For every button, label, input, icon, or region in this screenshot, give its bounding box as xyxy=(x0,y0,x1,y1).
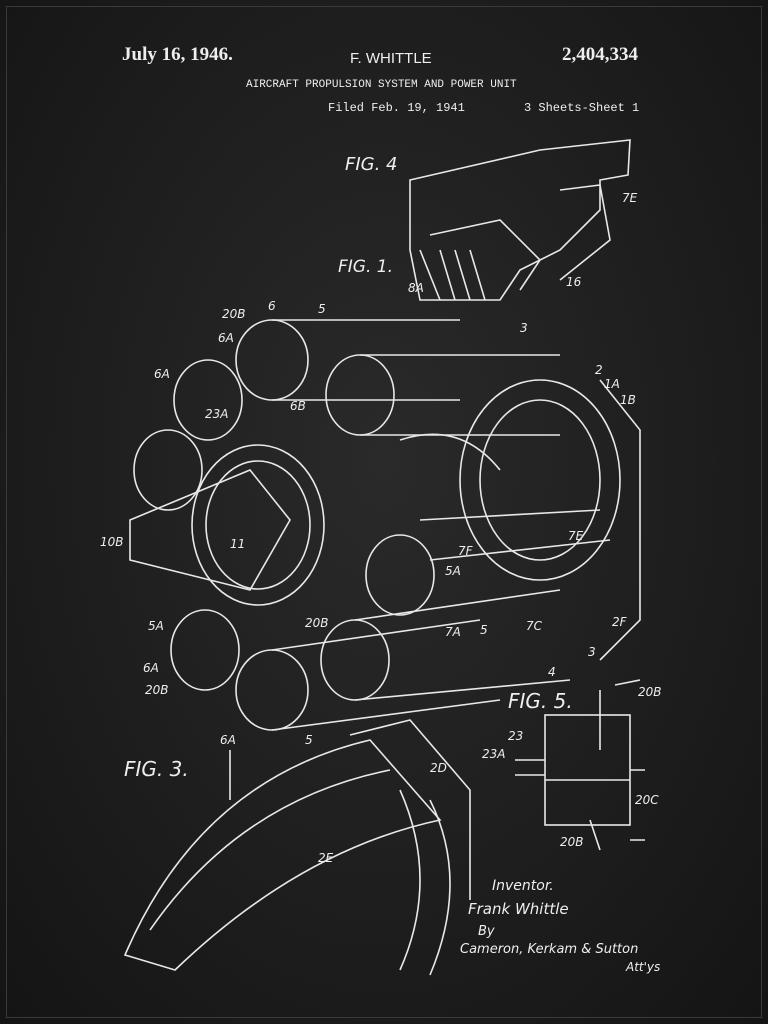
inventor-header: F. WHITTLE xyxy=(350,50,432,67)
filed-date: Filed Feb. 19, 1941 xyxy=(328,101,465,115)
part-label: 6A xyxy=(143,661,159,675)
part-label: 2 xyxy=(595,363,603,377)
fig4-label: FIG. 4 xyxy=(345,154,398,175)
inventor-caption: Inventor. xyxy=(492,878,554,894)
part-label: 20B xyxy=(145,683,169,697)
fig5-label: FIG. 5. xyxy=(508,689,573,713)
part-label: 20B xyxy=(305,616,329,630)
part-label: 1A xyxy=(604,377,620,391)
fig3-drawing xyxy=(123,719,471,976)
part-label: 16 xyxy=(566,275,582,289)
attorneys-signature: Cameron, Kerkam & Sutton xyxy=(460,942,639,957)
part-label: 7E xyxy=(622,191,638,205)
inventor-signature: Frank Whittle xyxy=(468,900,569,918)
part-label: 20B xyxy=(560,835,584,849)
part-label: 6A xyxy=(154,367,170,381)
part-label: 23A xyxy=(482,747,505,761)
attorneys-caption: Att'ys xyxy=(626,960,661,974)
part-label: 7C xyxy=(526,619,543,633)
part-label: 5A xyxy=(445,564,461,578)
paper-border xyxy=(6,6,762,1018)
part-label: 6A xyxy=(220,733,236,747)
part-label: 2F xyxy=(612,615,628,629)
part-label: 5 xyxy=(318,302,326,316)
part-label: 20C xyxy=(635,793,659,807)
part-label: 7F xyxy=(458,544,474,558)
fig3-label: FIG. 3. xyxy=(124,757,189,781)
part-label: 7E xyxy=(568,529,584,543)
part-label: 8A xyxy=(408,281,424,295)
part-label: 23 xyxy=(508,729,523,743)
part-label: 2D xyxy=(430,761,447,775)
part-label: 10B xyxy=(100,535,124,549)
part-label: 11 xyxy=(230,537,245,551)
sheet-count: 3 Sheets-Sheet 1 xyxy=(524,101,640,115)
part-label: 6B xyxy=(290,399,306,413)
part-label: 20B xyxy=(638,685,662,699)
patent-number: 2,404,334 xyxy=(562,44,638,65)
fig4-drawing xyxy=(409,139,631,301)
part-label: 3 xyxy=(588,645,596,659)
part-label: 1B xyxy=(620,393,636,407)
patent-date: July 16, 1946. xyxy=(122,44,233,65)
part-label: 5 xyxy=(305,733,313,747)
part-label: 23A xyxy=(205,407,228,421)
part-label: 5 xyxy=(480,623,488,637)
part-label: 3 xyxy=(520,321,528,335)
part-label: 20B xyxy=(222,307,246,321)
part-label: 6A xyxy=(218,331,234,345)
part-label: 7A xyxy=(445,625,461,639)
fig1-label: FIG. 1. xyxy=(338,257,393,277)
fig5-drawing xyxy=(515,679,645,851)
part-label: 5A xyxy=(148,619,164,633)
part-label: 6 xyxy=(268,299,276,313)
part-label: 4 xyxy=(548,665,556,679)
part-label: 2E xyxy=(318,851,334,865)
fig1-engine-drawing xyxy=(129,319,641,731)
patent-title: AIRCRAFT PROPULSION SYSTEM AND POWER UNI… xyxy=(246,79,517,91)
by-caption: By xyxy=(478,924,495,939)
